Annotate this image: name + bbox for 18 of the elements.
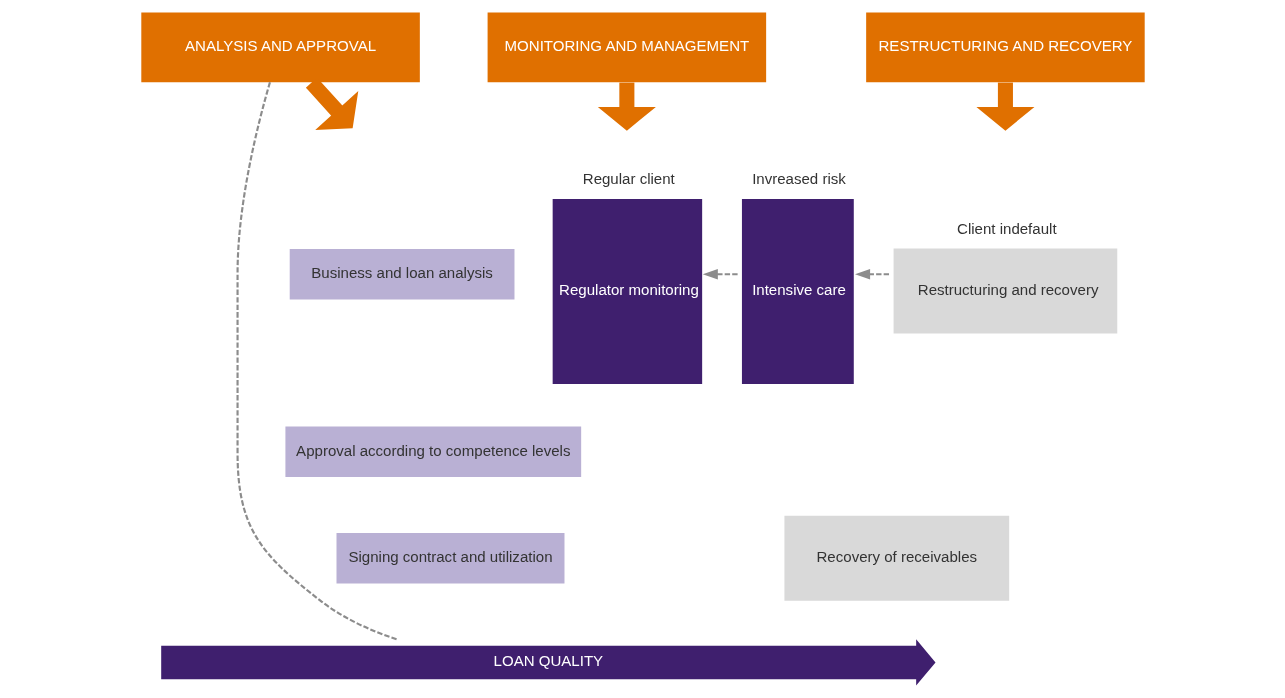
node-label: Client indefault [956,219,1057,237]
node-box: Business and loan analysis [289,249,514,300]
connector [235,82,397,641]
node-label: Invreased risk [751,170,846,188]
node-box: Restructuring and recovery [893,248,1117,334]
node-label: Regular client [582,170,675,188]
node-box: Recovery of receivables [783,515,1009,601]
node-box: Regulator monitoring [552,198,702,384]
arrow [854,268,889,280]
node-box: RESTRUCTURING AND RECOVERY [865,12,1145,83]
node-box: ANALYSIS AND APPROVAL [140,12,420,83]
node-box: MONITORING AND MANAGEMENT [487,12,766,83]
node-box: Signing contract and utilization [336,532,564,584]
arrow [702,268,738,280]
node-box: Approval according to competence levels [284,426,581,477]
arrow [597,82,656,131]
node-box: Intensive care [741,198,854,384]
arrow [975,82,1034,131]
